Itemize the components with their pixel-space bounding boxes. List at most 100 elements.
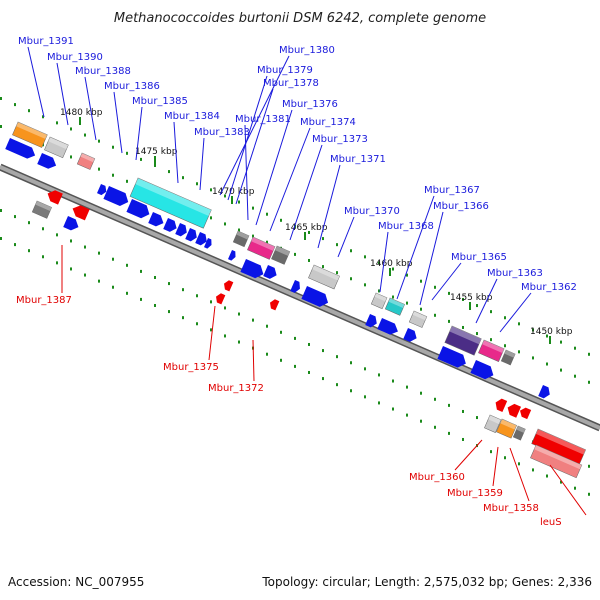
- feature-block: [232, 230, 250, 248]
- tick-dot: [112, 257, 114, 261]
- tick-dot: [70, 267, 72, 271]
- tick-dot: [490, 310, 492, 314]
- leader-line: [235, 88, 274, 205]
- gene-label[interactable]: Mbur_1362: [521, 282, 577, 293]
- gene-label[interactable]: Mbur_1359: [447, 488, 503, 499]
- tick-dot: [28, 221, 30, 225]
- gene-label[interactable]: Mbur_1383: [194, 127, 250, 138]
- tick-dot: [42, 227, 44, 231]
- tick-dot: [140, 269, 142, 273]
- gene-label[interactable]: Mbur_1373: [312, 134, 368, 145]
- gene-label[interactable]: Mbur_1368: [378, 221, 434, 232]
- tick-dot: [434, 425, 436, 429]
- tick-dot: [70, 127, 72, 131]
- reverse-gene-arrow: [224, 280, 234, 292]
- gene-label[interactable]: Mbur_1388: [75, 66, 131, 77]
- leader-line: [199, 137, 205, 191]
- gene-label[interactable]: Mbur_1380: [279, 45, 335, 56]
- tick-dot: [266, 240, 268, 244]
- forward-gene-arrow: [403, 328, 417, 342]
- forward-gene-arrow: [301, 286, 329, 307]
- gene-label[interactable]: Mbur_1386: [104, 81, 160, 92]
- forward-gene-arrow: [37, 153, 57, 169]
- tick-dots: [0, 97, 590, 496]
- gene-label[interactable]: Mbur_1366: [433, 201, 489, 212]
- tick-dot: [392, 379, 394, 383]
- gene-label[interactable]: leuS: [540, 517, 562, 528]
- leader-line: [379, 231, 389, 293]
- gene-label[interactable]: Mbur_1376: [282, 99, 338, 110]
- genome-backbone: [0, 163, 600, 432]
- tick-dot: [532, 356, 534, 360]
- forward-gene-arrow: [365, 314, 377, 328]
- gene-label[interactable]: Mbur_1385: [132, 96, 188, 107]
- tick-dot: [420, 279, 422, 283]
- gene-label[interactable]: Mbur_1374: [300, 117, 356, 128]
- tick-dot: [238, 200, 240, 204]
- feature-block: [271, 245, 291, 265]
- tick-dot: [196, 182, 198, 186]
- forward-gene-arrow: [195, 232, 207, 246]
- leader-line: [549, 464, 587, 516]
- tick-dot: [266, 212, 268, 216]
- gene-label[interactable]: Mbur_1363: [487, 268, 543, 279]
- tick-dot: [560, 340, 562, 344]
- gene-label[interactable]: Mbur_1391: [18, 36, 74, 47]
- leader-line: [475, 278, 498, 324]
- tick-dot: [448, 431, 450, 435]
- gene-label[interactable]: Mbur_1379: [257, 65, 313, 76]
- leader-line: [27, 46, 45, 118]
- tick-dot: [504, 344, 506, 348]
- tick-dot: [392, 407, 394, 411]
- leader-line: [499, 292, 532, 333]
- tick-dot: [280, 358, 282, 362]
- gene-label[interactable]: Mbur_1384: [164, 111, 220, 122]
- tick-dot: [588, 380, 590, 384]
- leader-line: [289, 144, 323, 241]
- gene-label[interactable]: Mbur_1378: [263, 78, 319, 89]
- tick-dot: [224, 194, 226, 198]
- feature-block: [496, 418, 518, 439]
- forward-gene-arrow: [228, 250, 236, 261]
- tick-dot: [210, 216, 212, 220]
- feature-block: [12, 121, 48, 148]
- leader-line: [227, 75, 268, 201]
- tick-dot: [182, 316, 184, 320]
- gene-label[interactable]: Mbur_1371: [330, 154, 386, 165]
- tick-dot: [308, 342, 310, 346]
- tick-dot: [126, 151, 128, 155]
- leader-line: [244, 124, 249, 221]
- tick-dot: [112, 285, 114, 289]
- gene-label[interactable]: Mbur_1381: [235, 114, 291, 125]
- gene-label[interactable]: Mbur_1390: [47, 52, 103, 63]
- gene-label[interactable]: Mbur_1370: [344, 206, 400, 217]
- gene-arrows: [5, 138, 550, 420]
- gene-label[interactable]: Mbur_1360: [409, 472, 465, 483]
- tick-dot: [154, 275, 156, 279]
- forward-gene-arrow: [204, 238, 212, 249]
- tick-dot: [406, 301, 408, 305]
- forward-gene-arrow: [5, 138, 36, 159]
- tick-dot: [210, 300, 212, 304]
- gene-label[interactable]: Mbur_1367: [424, 185, 480, 196]
- tick-label: 1465 kbp: [285, 223, 328, 233]
- gene-label[interactable]: Mbur_1358: [483, 503, 539, 514]
- tick-dot: [42, 115, 44, 119]
- tick-dot: [98, 251, 100, 255]
- tick-dot: [126, 291, 128, 295]
- gene-label[interactable]: Mbur_1365: [451, 252, 507, 263]
- tick-label: 1460 kbp: [370, 259, 413, 269]
- tick-dot: [238, 312, 240, 316]
- tick-dot: [392, 295, 394, 299]
- tick-dot: [392, 267, 394, 271]
- gene-label[interactable]: Mbur_1387: [16, 295, 72, 306]
- tick-dot: [224, 334, 226, 338]
- forward-gene-arrow: [148, 212, 164, 227]
- tick-dot: [252, 318, 254, 322]
- tick-label: 1475 kbp: [135, 147, 178, 157]
- gene-label[interactable]: Mbur_1372: [208, 383, 264, 394]
- tick-dot: [448, 403, 450, 407]
- leader-line: [269, 127, 311, 232]
- gene-label[interactable]: Mbur_1375: [163, 362, 219, 373]
